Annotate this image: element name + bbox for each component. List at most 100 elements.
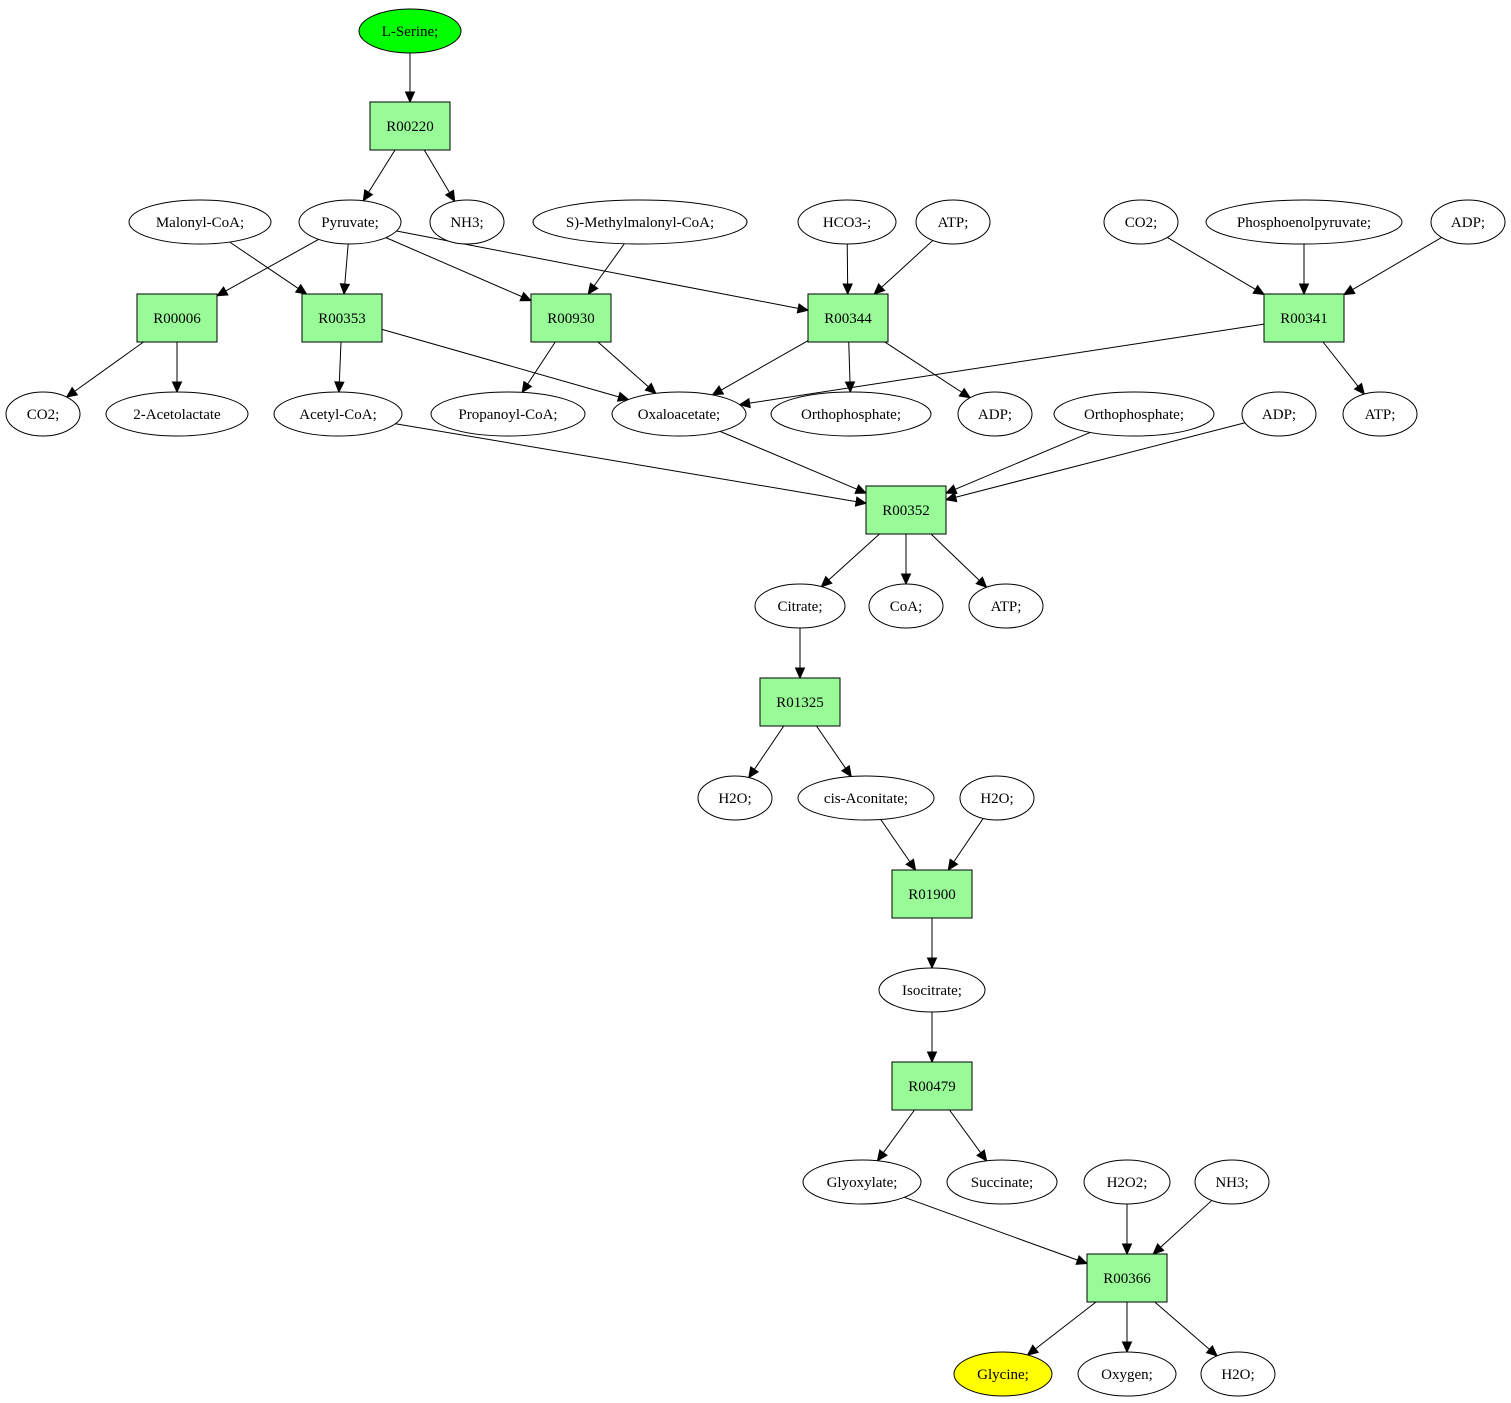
arrowhead [944, 491, 958, 503]
compound-node-h2o_c: H2O; [1200, 1351, 1276, 1397]
node-label: Citrate; [778, 599, 823, 615]
edge-adp_a-to-r00341 [1342, 237, 1442, 296]
edge-r00341-to-oxaloacetate [738, 323, 1265, 409]
compound-node-adp_a: ADP; [1430, 199, 1506, 245]
arrowhead [1121, 1341, 1133, 1354]
node-label: Pyruvate; [321, 215, 379, 231]
edge-r00341-to-atp_b [1322, 341, 1365, 396]
compound-ellipse [128, 199, 272, 245]
arrowhead [1342, 284, 1356, 296]
compound-node-nh3_a: NH3; [429, 199, 505, 245]
arrowhead [1205, 1345, 1218, 1357]
arrowhead [796, 303, 810, 314]
reaction-box [136, 293, 218, 343]
compound-ellipse [1083, 1159, 1171, 1205]
edge-line [593, 243, 625, 287]
edge-line [1154, 1301, 1210, 1350]
edge-r00352-to-atp_c [930, 533, 988, 589]
edge-r00479-to-glyoxylate [876, 1109, 915, 1162]
compound-node-malonyl_coa: Malonyl-CoA; [128, 199, 272, 245]
node-label: Phosphoenolpyruvate; [1237, 215, 1371, 231]
arrowhead [738, 397, 751, 409]
edge-pyruvate-to-r00353 [339, 243, 351, 296]
arrowhead [794, 667, 806, 680]
edge-r01325-to-h2o_a [748, 725, 785, 779]
edge-r00479-to-succinate [949, 1109, 988, 1162]
compound-node-serine: L-Serine; [358, 8, 462, 54]
edge-h2o2-to-r00366 [1121, 1204, 1133, 1256]
arrowhead [644, 382, 657, 395]
arrowhead [905, 858, 917, 872]
arrowhead [900, 573, 912, 586]
node-label: cis-Aconitate; [824, 791, 908, 807]
compound-ellipse [802, 1159, 922, 1205]
arrowhead [1252, 284, 1266, 296]
edge-atp_a-to-r00344 [873, 240, 934, 295]
compound-node-atp_b: ATP; [1342, 391, 1418, 437]
compound-node-h2o2: H2O2; [1083, 1159, 1171, 1205]
arrowhead [334, 381, 345, 394]
node-label: Orthophosphate; [801, 407, 901, 423]
compound-ellipse [959, 775, 1035, 821]
edge-h2o_b-to-r01900 [947, 818, 984, 872]
edge-line [1322, 341, 1359, 387]
edge-r00344-to-adp_b [884, 341, 972, 399]
edge-line [344, 243, 349, 285]
edge-oxaloacetate-to-r00352 [719, 430, 868, 494]
edge-line [1160, 1200, 1213, 1248]
edge-line [828, 533, 880, 581]
compound-node-orthophosphate_a: Orthophosphate; [770, 391, 932, 437]
compound-node-methylmalonyl_coa: S)-Methylmalonyl-CoA; [532, 199, 748, 245]
edge-serine-to-r00220 [404, 53, 416, 104]
reaction-box [1263, 293, 1345, 343]
edges [65, 53, 1442, 1357]
compound-node-h2o_a: H2O; [697, 775, 773, 821]
node-label: Orthophosphate; [1084, 407, 1184, 423]
arrowhead [1121, 1243, 1133, 1256]
edge-line [1035, 1301, 1097, 1350]
compound-node-glycine: Glycine; [953, 1351, 1053, 1397]
compound-ellipse [298, 199, 402, 245]
edge-line [882, 1109, 915, 1153]
edge-line [368, 149, 396, 193]
compound-node-citrate: Citrate; [754, 583, 846, 629]
arrowhead [65, 386, 79, 398]
compound-ellipse [957, 391, 1033, 437]
node-label: H2O; [980, 791, 1013, 807]
compound-ellipse [532, 199, 748, 245]
arrowhead [519, 291, 533, 302]
edge-line [229, 241, 299, 289]
edge-r00344-to-oxaloacetate [711, 340, 809, 396]
arrowhead [840, 764, 852, 778]
edge-line [1167, 237, 1256, 290]
edge-citrate-to-r01325 [794, 628, 806, 680]
reaction-node-r00479: R00479 [891, 1061, 973, 1111]
arrowhead [215, 286, 229, 297]
edge-line [74, 341, 144, 392]
arrowhead [876, 1149, 888, 1162]
compound-node-glyoxylate: Glyoxylate; [802, 1159, 922, 1205]
node-label: R01900 [908, 887, 956, 903]
node-label: ATP; [938, 215, 969, 231]
arrowhead [947, 858, 959, 872]
node-label: H2O; [718, 791, 751, 807]
arrowhead [854, 496, 868, 507]
node-label: ATP; [991, 599, 1022, 615]
node-label: R00352 [882, 503, 930, 519]
compound-ellipse [878, 967, 986, 1013]
compound-node-h2o_b: H2O; [959, 775, 1035, 821]
edge-r00352-to-coa [900, 534, 912, 586]
node-label: R00220 [386, 119, 434, 135]
edge-r00006-to-co2_b [65, 341, 144, 398]
arrowhead [1026, 1344, 1040, 1356]
reaction-node-r00366: R00366 [1086, 1253, 1168, 1303]
edge-r01325-to-cis_aconitate [816, 725, 852, 778]
compound-ellipse [430, 391, 586, 437]
arrowhead [842, 283, 853, 296]
compound-node-orthophosphate_b: Orthophosphate; [1053, 391, 1215, 437]
compound-ellipse [5, 391, 81, 437]
arrowhead [1152, 1243, 1165, 1255]
edge-r00366-to-glycine [1026, 1301, 1097, 1356]
edge-line [395, 423, 857, 503]
reaction-node-r01900: R01900 [891, 869, 973, 919]
